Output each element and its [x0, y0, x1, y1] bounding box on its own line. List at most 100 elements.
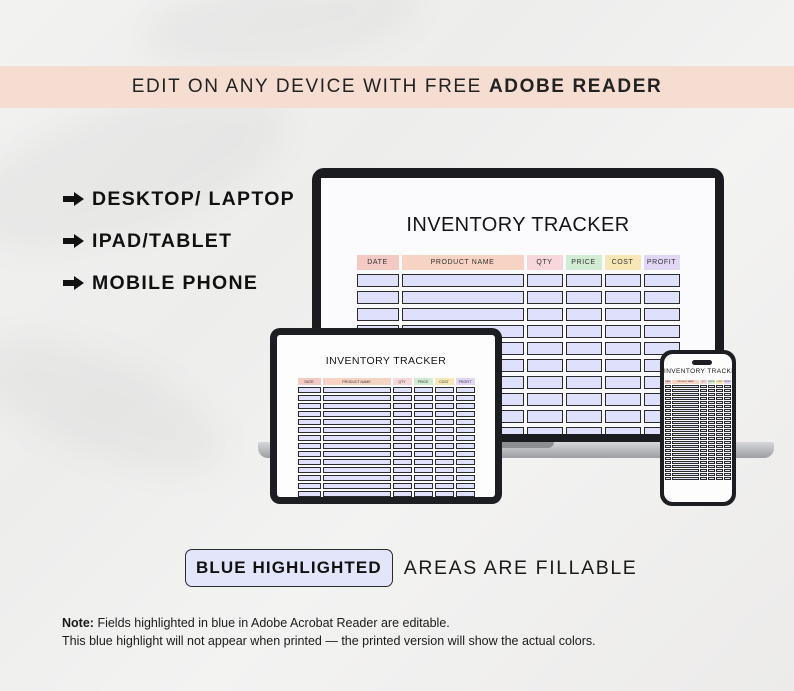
fillable-cell[interactable] — [723, 453, 731, 456]
fillable-cell[interactable] — [671, 453, 700, 456]
fillable-cell[interactable] — [700, 413, 707, 416]
fillable-cell[interactable] — [707, 461, 715, 464]
fillable-cell[interactable] — [297, 387, 321, 393]
fillable-cell[interactable] — [700, 389, 707, 392]
fillable-cell[interactable] — [715, 421, 723, 424]
fillable-cell[interactable] — [707, 457, 715, 460]
fillable-cell[interactable] — [434, 403, 454, 409]
fillable-cell[interactable] — [671, 409, 700, 412]
fillable-cell[interactable] — [643, 325, 680, 338]
fillable-cell[interactable] — [700, 417, 707, 420]
fillable-cell[interactable] — [723, 429, 731, 432]
fillable-cell[interactable] — [715, 393, 723, 396]
fillable-cell[interactable] — [322, 395, 391, 401]
fillable-cell[interactable] — [604, 427, 641, 434]
fillable-cell[interactable] — [434, 467, 454, 473]
fillable-cell[interactable] — [665, 477, 671, 480]
fillable-cell[interactable] — [723, 413, 731, 416]
fillable-cell[interactable] — [401, 291, 524, 304]
fillable-cell[interactable] — [322, 403, 391, 409]
fillable-cell[interactable] — [700, 453, 707, 456]
fillable-cell[interactable] — [707, 421, 715, 424]
fillable-cell[interactable] — [700, 397, 707, 400]
fillable-cell[interactable] — [434, 451, 454, 457]
fillable-cell[interactable] — [715, 425, 723, 428]
fillable-cell[interactable] — [392, 387, 412, 393]
fillable-cell[interactable] — [413, 491, 433, 497]
fillable-cell[interactable] — [700, 405, 707, 408]
fillable-cell[interactable] — [392, 411, 412, 417]
fillable-cell[interactable] — [671, 429, 700, 432]
fillable-cell[interactable] — [297, 443, 321, 449]
fillable-cell[interactable] — [413, 475, 433, 481]
fillable-cell[interactable] — [715, 477, 723, 480]
fillable-cell[interactable] — [707, 405, 715, 408]
fillable-cell[interactable] — [700, 385, 707, 388]
fillable-cell[interactable] — [723, 457, 731, 460]
fillable-cell[interactable] — [434, 435, 454, 441]
fillable-cell[interactable] — [715, 441, 723, 444]
fillable-cell[interactable] — [671, 389, 700, 392]
fillable-cell[interactable] — [665, 441, 671, 444]
fillable-cell[interactable] — [723, 397, 731, 400]
fillable-cell[interactable] — [723, 421, 731, 424]
fillable-cell[interactable] — [455, 467, 475, 473]
fillable-cell[interactable] — [565, 427, 602, 434]
fillable-cell[interactable] — [455, 411, 475, 417]
fillable-cell[interactable] — [322, 387, 391, 393]
fillable-cell[interactable] — [700, 461, 707, 464]
fillable-cell[interactable] — [356, 274, 399, 287]
fillable-cell[interactable] — [413, 403, 433, 409]
fillable-cell[interactable] — [392, 419, 412, 425]
fillable-cell[interactable] — [723, 405, 731, 408]
fillable-cell[interactable] — [565, 274, 602, 287]
fillable-cell[interactable] — [322, 491, 391, 497]
fillable-cell[interactable] — [707, 433, 715, 436]
fillable-cell[interactable] — [665, 421, 671, 424]
fillable-cell[interactable] — [707, 393, 715, 396]
fillable-cell[interactable] — [715, 405, 723, 408]
fillable-cell[interactable] — [700, 425, 707, 428]
fillable-cell[interactable] — [723, 449, 731, 452]
fillable-cell[interactable] — [665, 413, 671, 416]
fillable-cell[interactable] — [700, 441, 707, 444]
fillable-cell[interactable] — [707, 449, 715, 452]
fillable-cell[interactable] — [671, 393, 700, 396]
fillable-cell[interactable] — [434, 395, 454, 401]
fillable-cell[interactable] — [455, 435, 475, 441]
fillable-cell[interactable] — [392, 427, 412, 433]
fillable-cell[interactable] — [665, 449, 671, 452]
fillable-cell[interactable] — [723, 441, 731, 444]
fillable-cell[interactable] — [434, 491, 454, 497]
fillable-cell[interactable] — [715, 473, 723, 476]
fillable-cell[interactable] — [715, 465, 723, 468]
fillable-cell[interactable] — [297, 459, 321, 465]
fillable-cell[interactable] — [665, 389, 671, 392]
fillable-cell[interactable] — [434, 411, 454, 417]
fillable-cell[interactable] — [665, 429, 671, 432]
fillable-cell[interactable] — [401, 308, 524, 321]
fillable-cell[interactable] — [700, 437, 707, 440]
fillable-cell[interactable] — [526, 359, 563, 372]
fillable-cell[interactable] — [322, 411, 391, 417]
fillable-cell[interactable] — [707, 453, 715, 456]
fillable-cell[interactable] — [671, 441, 700, 444]
fillable-cell[interactable] — [604, 359, 641, 372]
fillable-cell[interactable] — [723, 477, 731, 480]
fillable-cell[interactable] — [723, 469, 731, 472]
fillable-cell[interactable] — [671, 449, 700, 452]
fillable-cell[interactable] — [413, 395, 433, 401]
fillable-cell[interactable] — [297, 483, 321, 489]
fillable-cell[interactable] — [455, 403, 475, 409]
fillable-cell[interactable] — [455, 387, 475, 393]
fillable-cell[interactable] — [665, 453, 671, 456]
fillable-cell[interactable] — [723, 389, 731, 392]
fillable-cell[interactable] — [700, 409, 707, 412]
fillable-cell[interactable] — [526, 376, 563, 389]
fillable-cell[interactable] — [665, 469, 671, 472]
fillable-cell[interactable] — [455, 443, 475, 449]
fillable-cell[interactable] — [413, 411, 433, 417]
fillable-cell[interactable] — [413, 467, 433, 473]
fillable-cell[interactable] — [707, 469, 715, 472]
fillable-cell[interactable] — [671, 465, 700, 468]
